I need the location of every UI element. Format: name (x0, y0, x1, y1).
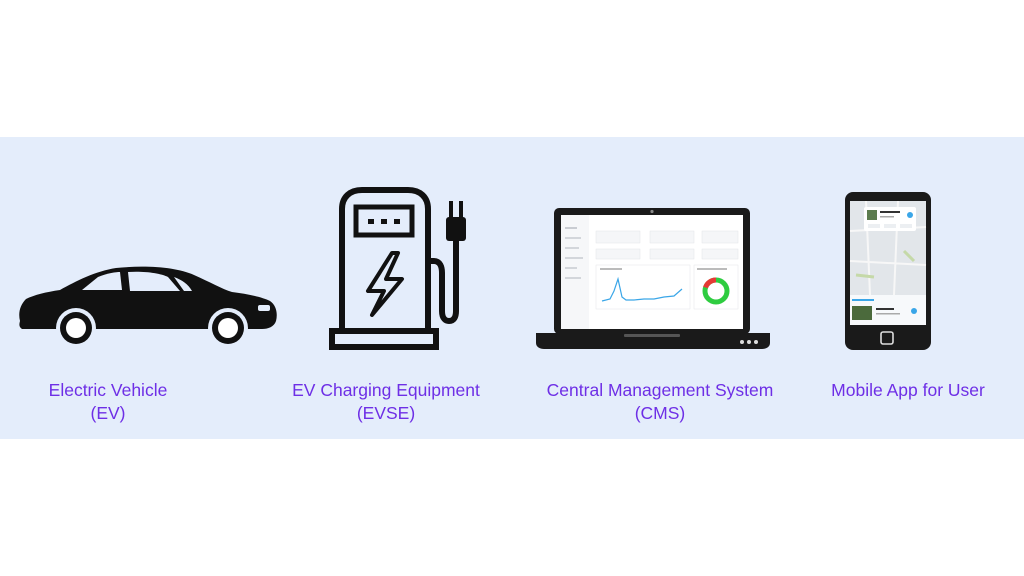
evse-label-title: EV Charging Equipment (292, 380, 480, 400)
app-label: Mobile App for User (808, 379, 1008, 402)
car-icon (19, 266, 277, 348)
ev-label-abbr: (EV) (90, 403, 126, 423)
ev-label-title: Electric Vehicle (48, 380, 168, 400)
components-band: Electric Vehicle (EV) EV Charging Equipm… (0, 137, 1024, 439)
laptop-dashboard-icon (536, 208, 770, 349)
cms-label: Central Management System (CMS) (530, 379, 790, 425)
evse-label: EV Charging Equipment (EVSE) (276, 379, 496, 425)
cms-label-title: Central Management System (546, 380, 774, 400)
app-label-title: Mobile App for User (831, 380, 985, 400)
cms-label-abbr: (CMS) (634, 403, 686, 423)
smartphone-app-icon (845, 192, 931, 350)
evse-label-abbr: (EVSE) (356, 403, 416, 423)
ev-label: Electric Vehicle (EV) (0, 379, 216, 425)
charging-station-icon (329, 187, 466, 350)
